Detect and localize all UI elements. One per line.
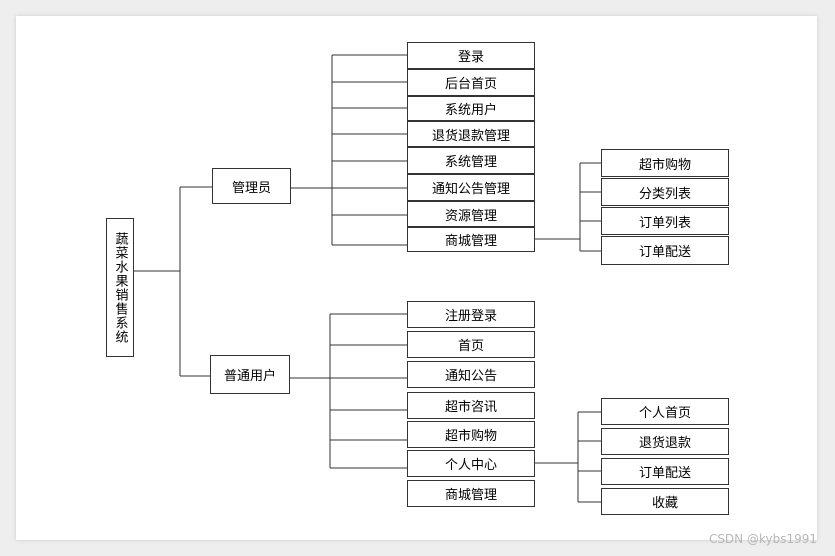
user-node: 普通用户 (210, 355, 290, 394)
user-item-personal-center: 个人中心 (407, 450, 535, 477)
center-child-personal-home: 个人首页 (601, 398, 729, 425)
admin-item-shop-mgmt: 商城管理 (407, 227, 535, 252)
admin-item-system-users: 系统用户 (407, 96, 535, 121)
admin-item-notice-mgmt: 通知公告管理 (407, 174, 535, 201)
user-item-supermarket-news: 超市咨讯 (407, 392, 535, 419)
user-item-shop-mgmt: 商城管理 (407, 480, 535, 507)
admin-item-system-mgmt: 系统管理 (407, 147, 535, 174)
center-child-favorites: 收藏 (601, 488, 729, 515)
center-child-order-delivery: 订单配送 (601, 458, 729, 485)
center-child-refund: 退货退款 (601, 428, 729, 455)
shop-child-category-list: 分类列表 (601, 178, 729, 206)
user-item-home: 首页 (407, 331, 535, 358)
admin-item-resource-mgmt: 资源管理 (407, 201, 535, 227)
admin-item-login: 登录 (407, 42, 535, 69)
user-item-register-login: 注册登录 (407, 301, 535, 328)
shop-child-order-list: 订单列表 (601, 207, 729, 235)
shop-child-supermarket-shopping: 超市购物 (601, 149, 729, 177)
user-item-supermarket-shopping: 超市购物 (407, 421, 535, 448)
admin-node: 管理员 (212, 168, 291, 204)
watermark-text: CSDN @kybs1991 (708, 532, 817, 546)
user-item-notices: 通知公告 (407, 361, 535, 388)
root-node: 蔬菜水果销售系统 (106, 218, 134, 357)
shop-child-order-delivery: 订单配送 (601, 236, 729, 265)
admin-item-refund-mgmt: 退货退款管理 (407, 121, 535, 147)
admin-item-backend-home: 后台首页 (407, 69, 535, 96)
